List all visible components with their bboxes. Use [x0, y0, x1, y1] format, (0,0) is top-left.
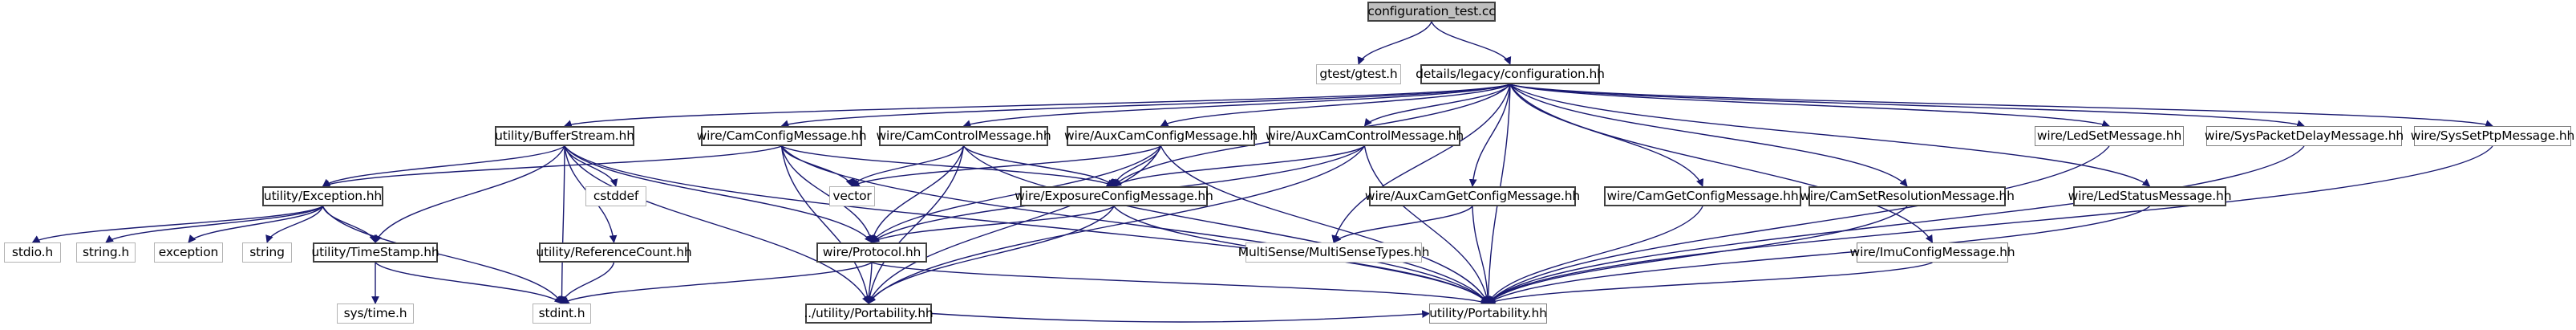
graph-node-auxcamcontrol[interactable]: wire/AuxCamControlMessage.hh	[1266, 126, 1464, 146]
graph-edge	[105, 206, 323, 243]
graph-node-imuconfig[interactable]: wire/ImuConfigMessage.hh	[1850, 242, 2015, 263]
graph-node-dotdotport[interactable]: ../utility/Portability.hh	[804, 304, 934, 324]
graph-edge	[962, 145, 1489, 304]
graph-edge	[564, 145, 618, 187]
graph-edge	[962, 145, 1115, 187]
graph-edge	[561, 262, 873, 304]
graph-edge	[1431, 21, 1512, 65]
graph-node-refcount[interactable]: utility/ReferenceCount.hh	[536, 242, 692, 263]
graph-node-string_h[interactable]: string.h	[76, 242, 136, 263]
graph-edge	[865, 262, 873, 304]
graph-edge	[1509, 84, 2493, 128]
graph-edge	[564, 145, 1489, 304]
graph-edge	[1472, 206, 1493, 304]
graph-edge	[375, 262, 563, 304]
graph-edge	[1487, 145, 2110, 304]
graph-node-exception_hh[interactable]: utility/Exception.hh	[262, 186, 383, 206]
graph-node-stdio_h[interactable]: stdio.h	[4, 242, 61, 263]
graph-node-auxcamconfig[interactable]: wire/AuxCamConfigMessage.hh	[1064, 126, 1258, 146]
graph-edge	[1509, 84, 1934, 243]
graph-edge	[188, 206, 324, 243]
graph-edge	[564, 84, 1511, 128]
graph-edge	[851, 145, 1161, 187]
graph-edge	[1160, 84, 1511, 127]
graph-edge	[1487, 145, 2493, 304]
graph-node-syspacketdelay[interactable]: wire/SysPacketDelayMessage.hh	[2205, 126, 2404, 146]
graph-node-legacyconf[interactable]: details/legacy/configuration.hh	[1416, 64, 1605, 84]
graph-node-stdint[interactable]: stdint.h	[533, 304, 591, 324]
graph-node-systime[interactable]: sys/time.h	[337, 304, 414, 324]
graph-root-node[interactable]: configuration_test.cc	[1367, 2, 1496, 22]
graph-edge	[931, 310, 1430, 323]
graph-edge	[780, 145, 872, 304]
graph-node-ledstatus[interactable]: wire/LedStatusMessage.hh	[2068, 186, 2232, 206]
graph-edge	[265, 206, 324, 243]
graph-edge	[780, 145, 853, 187]
graph-edge	[781, 145, 1115, 187]
graph-node-portability[interactable]: utility/Portability.hh	[1429, 304, 1547, 324]
graph-edge	[560, 262, 615, 304]
graph-edge	[868, 145, 1366, 304]
graph-node-exposureconfig[interactable]: wire/ExposureConfigMessage.hh	[1015, 186, 1213, 206]
graph-node-syssetptp[interactable]: wire/SysSetPtpMessage.hh	[2411, 126, 2574, 146]
graph-node-camgetconfig[interactable]: wire/CamGetConfigMessage.hh	[1604, 186, 1801, 206]
graph-node-camsetres[interactable]: wire/CamSetResolutionMessage.hh	[1800, 186, 2015, 206]
graph-edge	[1509, 84, 2110, 128]
graph-edge	[1487, 206, 2150, 304]
graph-edge	[322, 145, 782, 188]
graph-node-exception[interactable]: exception	[154, 242, 223, 263]
graph-node-camcontrol[interactable]: wire/CamControlMessage.hh	[877, 126, 1051, 146]
graph-edge	[1357, 21, 1432, 65]
graph-node-mstypes[interactable]: MultiSense/MultiSenseTypes.hh	[1238, 242, 1429, 263]
graph-node-string[interactable]: string	[242, 242, 292, 263]
graph-node-protocol[interactable]: wire/Protocol.hh	[816, 242, 927, 263]
graph-node-vector[interactable]: vector	[829, 186, 875, 206]
graph-node-camconfig[interactable]: wire/CamConfigMessage.hh	[697, 126, 867, 146]
graph-edge	[1363, 84, 1511, 127]
graph-edge	[1331, 84, 1511, 243]
graph-edge	[1113, 145, 1365, 187]
graph-edge	[1487, 145, 2305, 304]
graph-edge	[1509, 84, 1704, 187]
graph-node-cstddef[interactable]: cstddef	[585, 186, 646, 206]
graph-edge	[871, 206, 1115, 243]
graph-edge	[780, 84, 1511, 128]
graph-edge	[1509, 84, 1908, 187]
graph-node-auxcamgetconfig[interactable]: wire/AuxCamGetConfigMessage.hh	[1365, 186, 1580, 206]
graph-edge	[322, 206, 377, 243]
graph-edge	[869, 145, 965, 243]
graph-edge	[871, 262, 1489, 305]
graph-edge	[1112, 145, 1162, 187]
graph-edge	[780, 145, 1489, 304]
graph-node-bufferstream[interactable]: utility/BufferStream.hh	[495, 126, 634, 146]
graph-edge	[322, 145, 565, 187]
graph-edge	[1468, 84, 1511, 187]
graph-edge	[1487, 206, 1908, 304]
graph-edge	[851, 145, 965, 187]
graph-edge	[1487, 206, 1703, 304]
graph-node-gtest[interactable]: gtest/gtest.h	[1316, 64, 1401, 84]
graph-edge	[865, 145, 965, 304]
graph-edge	[1487, 262, 1933, 305]
graph-edge	[1509, 84, 2305, 128]
graph-edge	[962, 84, 1511, 128]
graph-edge	[31, 206, 323, 243]
graph-edge	[557, 145, 566, 304]
graph-node-ledset[interactable]: wire/LedSetMessage.hh	[2035, 126, 2184, 146]
graph-edge	[1333, 206, 1473, 243]
graph-edge	[867, 145, 1162, 304]
graph-edge	[375, 145, 565, 243]
graph-edge	[564, 145, 869, 304]
graph-edge	[1363, 145, 1491, 304]
graph-edge	[1160, 145, 1489, 304]
graph-node-timestamp[interactable]: utility/TimeStamp.hh	[311, 242, 439, 263]
